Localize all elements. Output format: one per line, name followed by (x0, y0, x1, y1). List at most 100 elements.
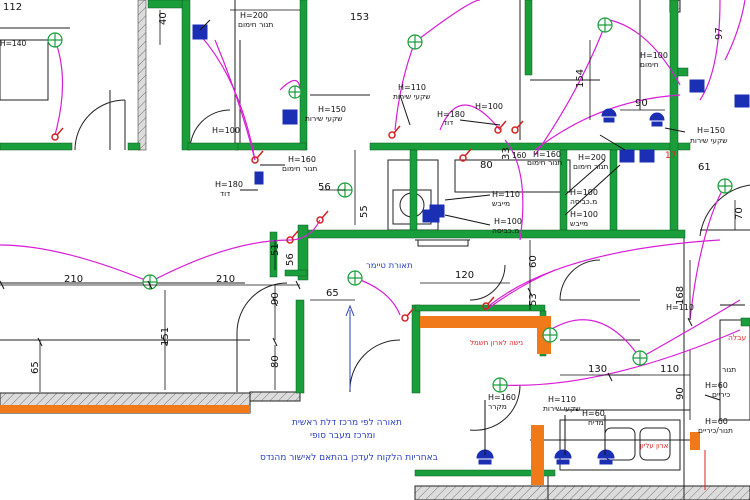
dim-168: 168 (675, 286, 686, 305)
fixture-label: תנור חימום (282, 164, 317, 173)
socket-symbol-13 (734, 94, 750, 108)
dim-61: 61 (698, 162, 711, 173)
ceiling-point-11 (288, 85, 302, 99)
fixture-label: כיריים (712, 390, 730, 399)
fixture-label: תנור חימום (573, 162, 608, 171)
switch-symbol-4 (316, 210, 329, 224)
red-switch-symbols (51, 120, 524, 322)
fixture-label: מייבש (570, 219, 588, 228)
dim-153: 153 (350, 12, 369, 23)
fixture-label: מדיח (588, 418, 604, 427)
socket-symbol-2 (282, 109, 298, 125)
fixture-label: שקעי שירות (393, 92, 431, 101)
dim-210a: 210 (64, 274, 83, 285)
fixture-labels: תנור חימום שקעי שירות שקעי שירות דוד תנו… (220, 20, 746, 435)
fixture-label: מקרר (488, 402, 507, 411)
height-label: H=100 (212, 126, 240, 135)
magenta-circuits (0, 0, 746, 386)
dim-65a: 65 (326, 288, 339, 299)
switch-symbol-5 (286, 230, 299, 244)
dim-60: 60 (528, 255, 539, 268)
dim-40: 40 (158, 12, 169, 25)
height-label: H=110 (492, 190, 520, 199)
note-line-1: תאורה לפי מרכז דלת ראשית (292, 418, 402, 428)
fixture-label: תנור חימום (527, 158, 562, 167)
dim-56b: 56 (285, 253, 296, 266)
height-label: H=110 (666, 303, 694, 312)
switch-symbol-7 (511, 120, 524, 134)
orange-elements (0, 316, 700, 485)
dim-160: 160 (512, 151, 527, 160)
cabinet-label: ארון עליון (640, 442, 669, 450)
switch-symbol-1 (51, 127, 64, 141)
ceiling-point-1 (47, 32, 63, 48)
note-line-3: באחריות הלקוח לעדכן בהתאם לאישור מהנדס (260, 453, 438, 463)
socket-symbol-3 (601, 108, 617, 123)
dim-80a: 80 (480, 160, 493, 171)
fixture-label: חימום (640, 60, 659, 69)
height-label: H=60 (705, 381, 728, 390)
dim-97: 97 (714, 27, 725, 40)
fixture-label: מייבש (492, 199, 510, 208)
height-label: H=100 (570, 188, 598, 197)
dimension-lines (0, 9, 736, 420)
height-label: H=110 (398, 83, 426, 92)
socket-symbol-1 (192, 24, 208, 40)
height-label: H=160 (533, 150, 561, 159)
dim-120: 120 (455, 270, 474, 281)
socket-symbol-4 (649, 112, 665, 127)
ceiling-point-6 (347, 270, 363, 286)
dimension-ticks (0, 280, 693, 382)
dim-110: 110 (660, 364, 679, 375)
socket-symbol-8 (639, 149, 655, 163)
height-label: H=60 (582, 409, 605, 418)
fixture-label: שקעי שירות (305, 114, 343, 123)
notes: תאורת טיימר נישה לארון חשמל ארון עליון 1… (260, 151, 676, 463)
ceiling-light-symbols (47, 17, 733, 393)
ceiling-point-7 (542, 327, 558, 343)
switch-symbol-3 (388, 125, 401, 139)
height-label: H=180 (215, 180, 243, 189)
switch-symbol-10 (494, 120, 507, 134)
socket-symbol-11 (597, 449, 615, 465)
dim-90a: 90 (635, 98, 648, 109)
fixture-label: דוד (220, 189, 230, 198)
dim-70: 70 (734, 207, 745, 220)
height-label: H=110 (548, 395, 576, 404)
dim-90c: 90 (675, 387, 686, 400)
dim-90b: 90 (270, 292, 281, 305)
switch-symbol-8 (482, 296, 495, 310)
switch-symbol-6 (459, 148, 472, 162)
fixture-label: שקעי שירות (690, 136, 728, 145)
ceiling-point-10 (717, 178, 733, 194)
socket-symbol-12 (689, 79, 705, 93)
switch-symbol-9 (401, 308, 414, 322)
dim-112: 112 (3, 2, 22, 13)
blue-fixture-symbols (192, 24, 750, 465)
fixture-label: תנור/כיריים (698, 426, 733, 435)
fixture-label: תנור (722, 365, 736, 374)
ceiling-point-5 (142, 274, 158, 290)
green-walls (0, 0, 750, 477)
leader-lines (199, 19, 745, 490)
dim-210b: 210 (216, 274, 235, 285)
dim-130: 130 (588, 364, 607, 375)
ceiling-point-9 (492, 377, 508, 393)
dim-33: 33 (501, 147, 512, 160)
dim-154: 154 (575, 69, 586, 88)
height-labels: H=200 H=100 H=110 H=150 H=180 H=100 H=16… (212, 11, 728, 426)
socket-symbol-6 (429, 204, 445, 218)
height-label: H=100 (570, 210, 598, 219)
switch-symbol-2 (251, 150, 264, 164)
height-label: H=100 (475, 102, 503, 111)
fixture-label: מ.כביסה (492, 226, 519, 235)
height-label: H=200 (240, 11, 268, 20)
height-label: H=160 (488, 393, 516, 402)
dimension-texts: 112 H=140 40 153 154 90 97 56 55 80 33 6… (0, 2, 745, 400)
dim-51: 51 (270, 243, 281, 256)
dim-80b: 80 (270, 355, 281, 368)
fixture-label: שקעי שירות (543, 404, 581, 413)
fixture-label: דוד (443, 118, 453, 127)
